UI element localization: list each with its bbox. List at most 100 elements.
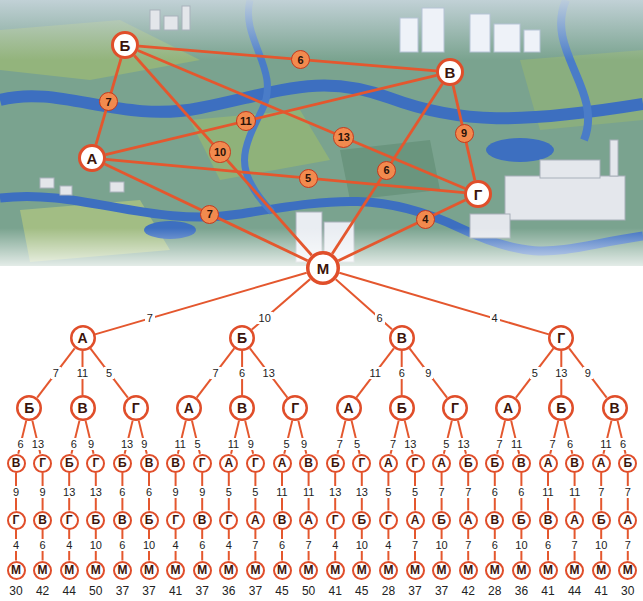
distance-label: 6 [516, 486, 526, 498]
node-letter: В [544, 514, 553, 526]
route-total: 37 [249, 585, 262, 598]
node-circle [460, 512, 477, 529]
node-circle [308, 253, 339, 284]
route-total: 30 [9, 585, 22, 598]
distance-label: 11 [301, 486, 316, 498]
distance-label: 13 [119, 438, 135, 450]
place-node: В [602, 395, 628, 421]
place-node: А [273, 454, 292, 473]
distance-label: 6 [375, 312, 385, 324]
node-circle [353, 512, 370, 529]
route-total: 42 [462, 585, 475, 598]
node-letter: Б [91, 514, 100, 526]
node-letter: А [184, 401, 194, 415]
node-circle [380, 455, 397, 472]
distance-badge: 10 [209, 141, 230, 162]
place-node: М [592, 561, 611, 580]
route-total: 41 [329, 585, 342, 598]
place-node: М [512, 561, 531, 580]
house [110, 182, 124, 192]
node-circle [230, 396, 254, 420]
distance-label: 9 [139, 438, 149, 450]
connector [95, 273, 307, 335]
node-letter: М [490, 564, 500, 576]
node-circle [593, 512, 610, 529]
node-circle [619, 512, 636, 529]
route-total: 28 [382, 585, 395, 598]
place-node: Г [33, 454, 52, 473]
connector [356, 348, 393, 397]
node-circle [566, 562, 583, 579]
place-node: Г [7, 511, 26, 530]
node-letter: Б [517, 514, 526, 526]
distance-label: 5 [224, 486, 234, 498]
place-node: А [592, 454, 611, 473]
distance-label: 6 [197, 539, 207, 551]
node-letter: В [145, 457, 154, 469]
node-letter: В [171, 457, 180, 469]
distance-label: 13 [88, 486, 104, 498]
node-letter: В [609, 401, 619, 415]
route-total: 50 [302, 585, 315, 598]
building [494, 24, 520, 52]
node-letter: В [198, 514, 207, 526]
connector [410, 348, 447, 397]
node-letter: М [38, 564, 48, 576]
distance-label: 13 [354, 486, 370, 498]
place-node: М [140, 561, 159, 580]
node-circle [460, 455, 477, 472]
node-circle [87, 455, 104, 472]
distance-label: 6 [490, 539, 500, 551]
node-letter: Б [331, 457, 340, 469]
connector [252, 279, 310, 329]
distance-label: 13 [553, 367, 569, 379]
node-letter: Б [597, 514, 606, 526]
building [422, 8, 444, 52]
place-node: Г [442, 395, 468, 421]
node-circle [80, 146, 105, 171]
place-node: А [618, 511, 637, 530]
place-node: Г [548, 325, 574, 351]
place-node: М [485, 561, 504, 580]
node-letter: М [543, 564, 553, 576]
node-circle [220, 562, 237, 579]
place-node: Б [111, 31, 139, 59]
factory-hall [540, 160, 600, 178]
node-letter: М [437, 564, 447, 576]
place-node: Г [219, 511, 238, 530]
node-letter: М [250, 564, 260, 576]
distance-badge: 13 [333, 127, 354, 148]
node-letter: Г [358, 457, 365, 469]
node-circle [8, 562, 25, 579]
distance-label: 4 [64, 539, 74, 551]
node-letter: Г [557, 331, 565, 345]
node-letter: Г [132, 401, 140, 415]
node-circle [71, 326, 95, 350]
node-letter: М [596, 564, 606, 576]
place-node: В [33, 511, 52, 530]
connector [106, 75, 437, 154]
place-node: М [86, 561, 105, 580]
place-node: М [565, 561, 584, 580]
node-letter: Г [332, 514, 339, 526]
distance-label: 7 [623, 539, 633, 551]
node-letter: Г [13, 514, 20, 526]
node-circle [513, 455, 530, 472]
distance-label: 10 [593, 539, 609, 551]
route-total: 37 [435, 585, 448, 598]
place-node: М [379, 561, 398, 580]
place-node: Б [389, 395, 415, 421]
distance-label: 11 [226, 438, 241, 450]
route-total: 36 [515, 585, 528, 598]
distance-label: 7 [410, 539, 420, 551]
node-letter: В [12, 457, 21, 469]
distance-label: 5 [104, 367, 114, 379]
node-letter: Б [118, 457, 127, 469]
place-node: Б [352, 511, 371, 530]
place-node: А [336, 395, 362, 421]
node-circle [550, 326, 574, 350]
factory [470, 140, 625, 238]
node-circle [390, 326, 414, 350]
place-node: В [166, 454, 185, 473]
node-letter: В [490, 514, 499, 526]
